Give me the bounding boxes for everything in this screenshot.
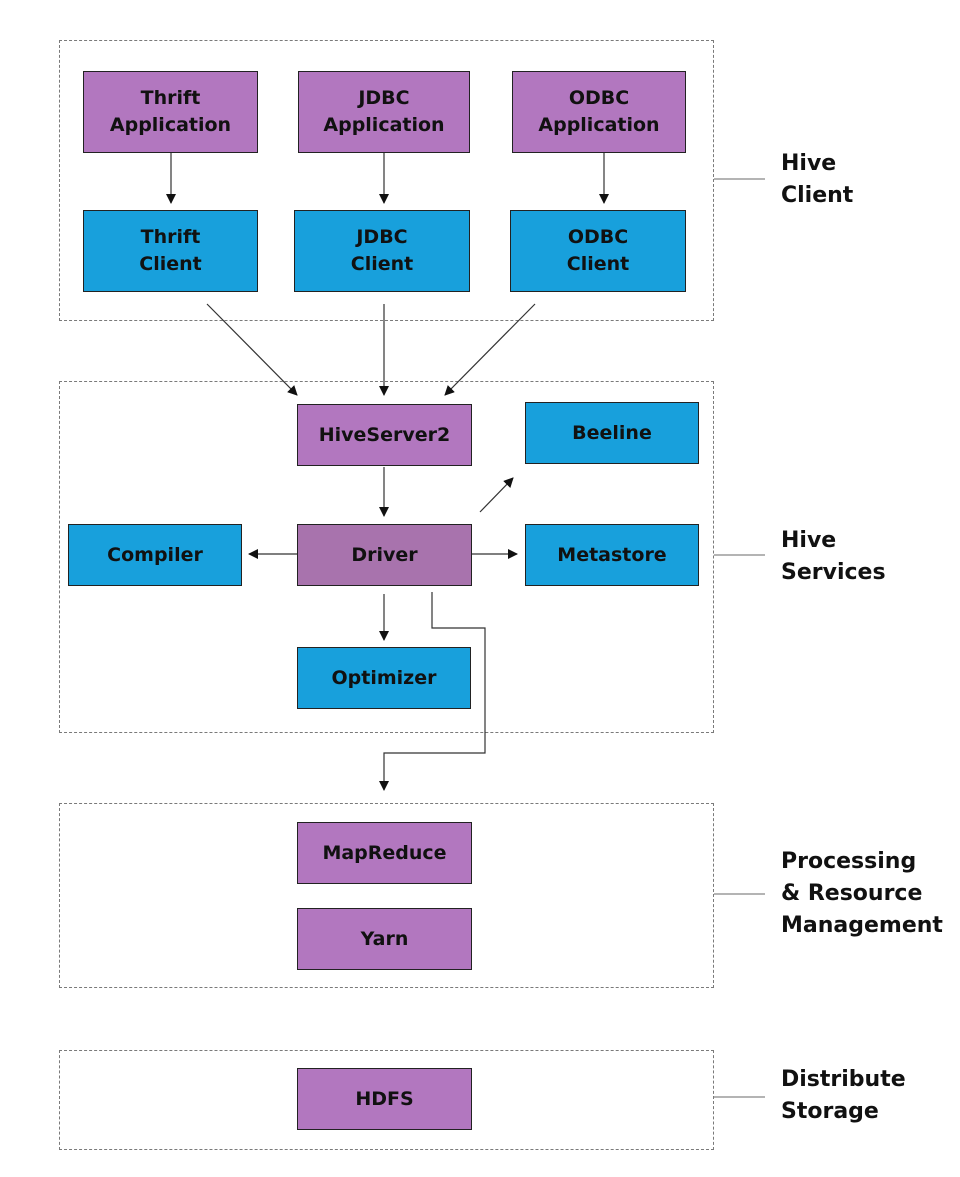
hdfs-box: HDFS — [297, 1068, 472, 1130]
optimizer-box: Optimizer — [297, 647, 471, 709]
compiler-box: Compiler — [68, 524, 242, 586]
hiveserver2-box: HiveServer2 — [297, 404, 472, 466]
hive-services-group — [59, 381, 714, 733]
jdbc-client-box: JDBC Client — [294, 210, 470, 292]
driver-box: Driver — [297, 524, 472, 586]
processing-group — [59, 803, 714, 988]
thrift-client-box: Thrift Client — [83, 210, 258, 292]
odbc-client-to-hs2-arrow — [444, 303, 536, 396]
hive-services-label: Hive Services — [781, 528, 886, 585]
odbc-application-box: ODBC Application — [512, 71, 686, 153]
odbc-client-box: ODBC Client — [510, 210, 686, 292]
yarn-box: Yarn — [297, 908, 472, 970]
mapreduce-box: MapReduce — [297, 822, 472, 884]
thrift-client-to-hs2-arrow — [206, 303, 298, 396]
driver-to-beeline-arrow — [479, 477, 514, 513]
storage-label: Distribute Storage — [781, 1067, 906, 1124]
driver-to-processing-arrow — [379, 592, 486, 791]
beeline-box: Beeline — [525, 402, 699, 464]
thrift-application-box: Thrift Application — [83, 71, 258, 153]
jdbc-application-box: JDBC Application — [298, 71, 470, 153]
hive-client-label: Hive Client — [781, 151, 854, 208]
hive-client-group — [59, 40, 714, 321]
processing-label: Processing & Resource Management — [781, 849, 943, 938]
storage-group — [59, 1050, 714, 1150]
metastore-box: Metastore — [525, 524, 699, 586]
